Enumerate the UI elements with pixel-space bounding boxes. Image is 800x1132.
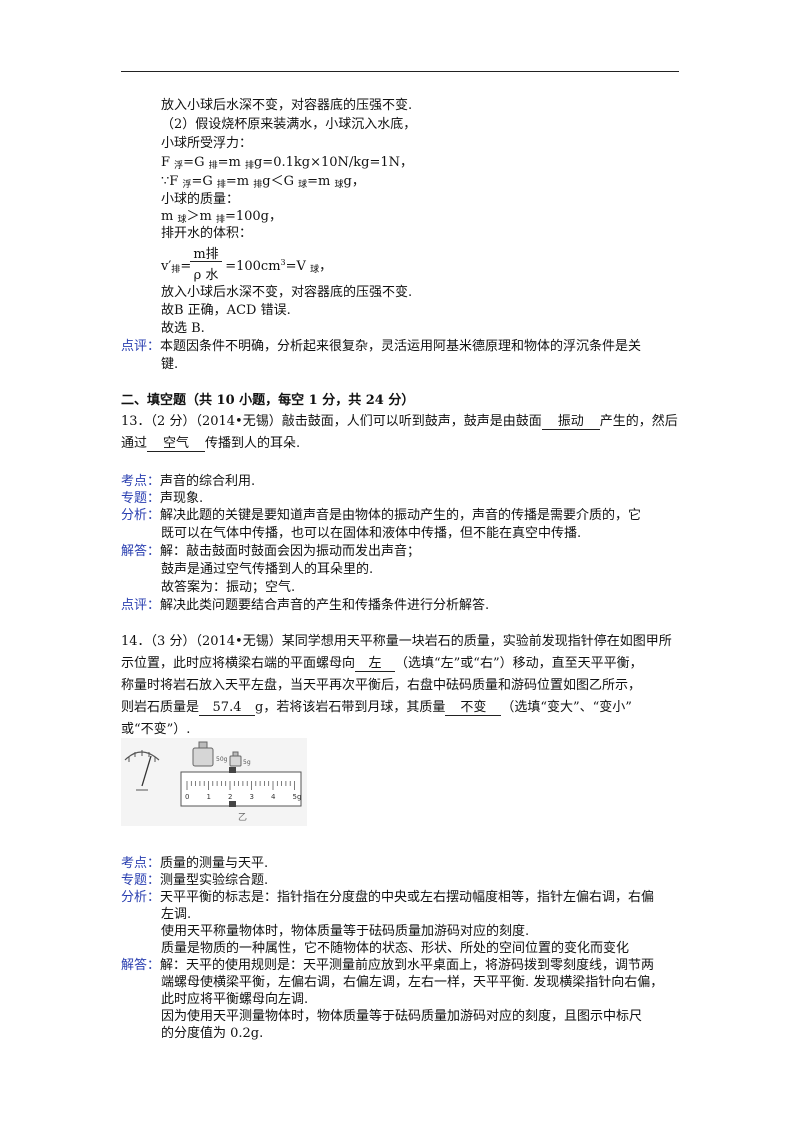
figure-caption-b: 乙	[238, 812, 247, 823]
q12-formula-mass: m 球＞m 排=100g，	[161, 209, 282, 225]
q13-blank-2: 空气	[147, 437, 206, 452]
q12-comment-cont: 键.	[161, 357, 179, 372]
scale-tick-label: 2	[228, 793, 232, 801]
section-title: 二、填空题（共 10 小题，每空 1 分，共 24 分）	[121, 393, 415, 408]
fraction-numerator: m排	[193, 247, 219, 262]
rider-top-icon	[229, 767, 236, 773]
q13-fenxi: 分析：解决此题的关键是要知道声音是由物体的振动产生的，声音的传播是需要介质的，它	[121, 508, 642, 523]
weight-5g-icon	[229, 751, 242, 767]
q14-stem-2: 示位置，此时应将横梁右端的平面螺母向左（选填“左”或“右”）移动，直至天平平衡，	[121, 656, 643, 672]
q13-jieda: 解答：解：敲击鼓面时鼓面会因为振动而发出声音；	[121, 544, 421, 559]
q14-zhuanti: 专题：测量型实验综合题.	[121, 873, 269, 888]
q12-line-11: 故B 正确，ACD 错误.	[161, 303, 291, 318]
scale-ticks: 0 1 2 3 4 5g	[185, 781, 301, 801]
q14-kaodian: 考点：质量的测量与天平.	[121, 856, 269, 871]
q14-fenxi-4: 质量是物质的一种属性，它不随物体的状态、形状、所处的空间位置的变化而变化	[161, 941, 630, 956]
q14-fenxi: 分析：天平平衡的标志是：指针指在分度盘的中央或左右摆动幅度相等，指针左偏右调，右…	[121, 890, 655, 905]
q14-stem-3: 称量时将岩石放入天平左盘，当天平再次平衡后，右盘中砝码质量和游码位置如图乙所示，	[121, 678, 642, 693]
weight-50g-label: 50g	[216, 756, 228, 763]
q14-blank-2: 57.4	[199, 701, 256, 716]
q12-line-12: 故选 B.	[161, 321, 205, 336]
q14-jieda: 解答：解：天平的使用规则是：天平测量前应放到水平桌面上，将游码拨到零刻度线，调节…	[121, 958, 655, 973]
q14-stem-1: 14．（3 分）（2014•无锡）某同学想用天平称量一块岩石的质量，实验前发现指…	[121, 634, 672, 649]
q12-formula-buoyancy: F 浮=G 排=m 排g=0.1kg×10N/kg=1N，	[161, 155, 413, 171]
q13-zhuanti: 专题：声现象.	[121, 491, 204, 506]
q13-fenxi-cont: 既可以在气体中传播，也可以在固体和液体中传播，但不能在真空中传播.	[161, 526, 582, 541]
balance-figure-svg: 50g 5g 0 1 2 3 4 5g 乙	[121, 738, 307, 826]
q13-stem-2: 通过空气传播到人的耳朵.	[121, 436, 301, 452]
scale-tick-label: 0	[185, 793, 189, 801]
q12-comment: 点评：本题因条件不明确，分析起来很复杂，灵活运用阿基米德原理和物体的浮沉条件是关	[121, 339, 642, 354]
q13-dianping: 点评：解决此类问题要结合声音的产生和传播条件进行分析解答.	[121, 598, 490, 613]
q12-line-3: 小球所受浮力：	[161, 136, 253, 151]
q14-jieda-2: 端螺母使横梁平衡，左偏右调，右偏左调，左右一样，天平平衡. 发现横梁指针向右偏，	[161, 975, 664, 990]
q12-line-8: 排开水的体积：	[161, 226, 253, 241]
q12-line-6: 小球的质量：	[161, 192, 240, 207]
q13-stem-1: 13．（2 分）（2014•无锡）敲击鼓面，人们可以听到鼓声，鼓声是由鼓面振动产…	[121, 414, 678, 430]
dial-gauge-icon	[124, 750, 160, 791]
fraction-denominator: ρ 水	[193, 268, 219, 283]
q12-line-2: （2）假设烧杯原来装满水，小球沉入水底，	[161, 117, 417, 132]
q14-jieda-4: 因为使用天平测量物体时，物体质量等于砝码质量加游码对应的刻度，且图示中标尺	[161, 1009, 643, 1024]
rider-bottom-icon	[229, 801, 236, 807]
q14-fenxi-2: 左调.	[161, 907, 192, 922]
q12-line-1: 放入小球后水深不变，对容器底的压强不变.	[161, 98, 413, 113]
q13-jieda-3: 故答案为：振动；空气.	[161, 580, 296, 595]
q12-formula-compare: ∵F 浮=G 排=m 排g＜G 球=m 球g，	[161, 174, 365, 190]
q12-formula-volume: v′排==100cm3=V 球，	[161, 258, 333, 275]
q13-jieda-2: 鼓声是通过空气传播到人的耳朵里的.	[161, 562, 374, 577]
q13-kaodian: 考点：声音的综合利用.	[121, 474, 256, 489]
fraction-bar	[190, 261, 222, 262]
scale-tick-label: 3	[250, 793, 254, 801]
scale-tick-label: 1	[207, 793, 211, 801]
weight-50g-icon	[192, 741, 214, 767]
q14-blank-1: 左	[355, 657, 396, 672]
q14-jieda-3: 此时应将平衡螺母向左调.	[161, 992, 309, 1007]
scale-tick-label: 5g	[293, 793, 302, 801]
q12-line-10: 放入小球后水深不变，对容器底的压强不变.	[161, 285, 413, 300]
scale-tick-label: 4	[271, 793, 276, 801]
balance-figure: 50g 5g 0 1 2 3 4 5g 乙	[121, 738, 307, 826]
q13-blank-1: 振动	[541, 415, 600, 430]
q14-fenxi-3: 使用天平称量物体时，物体质量等于砝码质量加游码对应的刻度.	[161, 924, 530, 939]
q14-blank-3: 不变	[445, 701, 502, 716]
q14-jieda-5: 的分度值为 0.2g.	[161, 1026, 264, 1041]
q14-stem-5: 或“不变”）.	[121, 722, 191, 737]
weight-5g-label: 5g	[243, 759, 251, 766]
header-rule	[121, 71, 679, 72]
